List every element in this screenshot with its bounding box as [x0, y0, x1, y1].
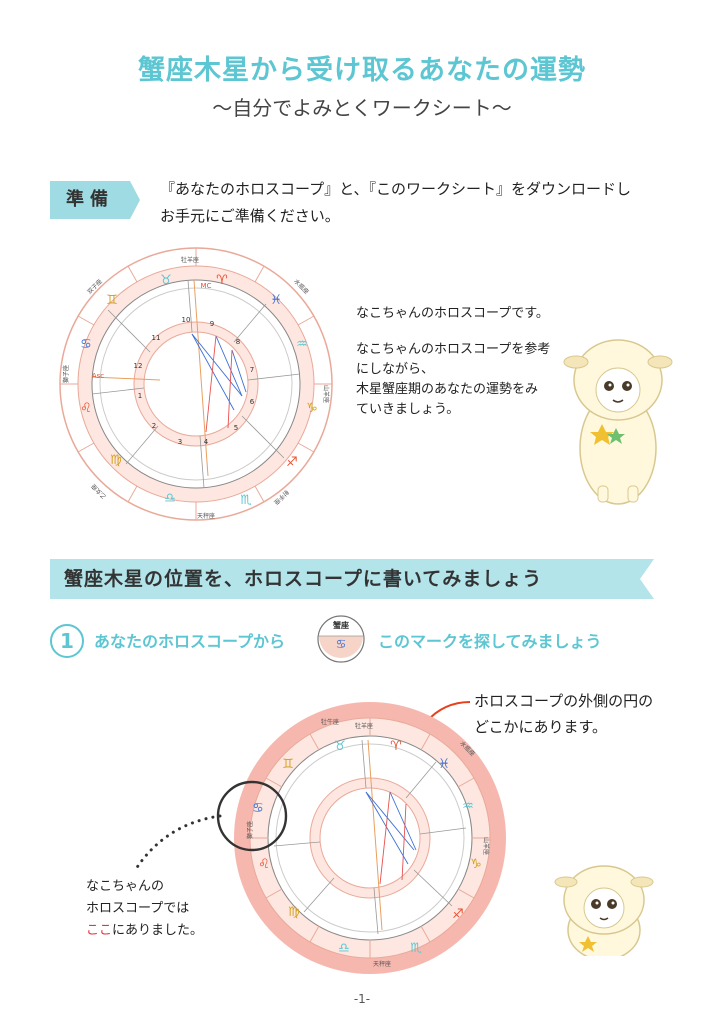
callout-left-line-3: ここにありました。: [86, 920, 246, 942]
sign-glyphs: ♈ ♓ ♒ ♑ ♐ ♏ ♎ ♍ ♌ ♋ ♊ ♉: [80, 273, 318, 508]
cancer-mark-label: 蟹座: [333, 621, 349, 630]
svg-text:獅子座: 獅子座: [62, 365, 70, 383]
horoscope-chart-top: ♈ ♓ ♒ ♑ ♐ ♏ ♎ ♍ ♌ ♋ ♊ ♉ 10 11 12 1 2 3 4…: [59, 247, 333, 521]
svg-text:12: 12: [134, 362, 143, 370]
svg-text:♈: ♈: [216, 273, 228, 288]
prep-line-1: 『あなたのホロスコープ』と、『このワークシート』をダウンロードし: [160, 180, 632, 198]
section-title: 蟹座木星の位置を、ホロスコープに書いてみましょう: [64, 568, 543, 590]
svg-text:♉: ♉: [160, 273, 172, 288]
prep-tag-shape: [50, 181, 140, 219]
svg-text:6: 6: [250, 398, 255, 406]
intro-line-2: なこちゃんのホロスコープを参考: [356, 342, 551, 357]
svg-text:♐: ♐: [452, 907, 464, 922]
dotted-pointer: [132, 814, 222, 874]
page-title: 蟹座木星から受け取るあなたの運勢: [138, 55, 586, 86]
svg-text:山羊座: 山羊座: [482, 837, 490, 855]
svg-text:9: 9: [210, 320, 214, 328]
intro-text: なこちゃんのホロスコープです。 なこちゃんのホロスコープを参考 にしながら、 木…: [356, 304, 566, 420]
cancer-mark-icon: ♋: [317, 615, 365, 663]
prep-tag: 準備: [50, 181, 140, 219]
svg-text:♊: ♊: [106, 293, 118, 308]
prep-instructions: 『あなたのホロスコープ』と、『このワークシート』をダウンロードし お手元にご準備…: [160, 176, 660, 230]
svg-text:山羊座: 山羊座: [322, 385, 330, 403]
intro-line-4: 木星蟹座期のあなたの運勢をみ: [356, 382, 539, 397]
svg-text:♑: ♑: [470, 857, 482, 872]
svg-text:天秤座: 天秤座: [197, 512, 215, 520]
svg-text:♌: ♌: [258, 857, 270, 872]
step-1-text-after: このマークを探してみましょう: [378, 632, 602, 651]
highlight-circle: [216, 780, 288, 852]
svg-text:5: 5: [234, 424, 238, 432]
page-subtitle: 〜自分でよみとくワークシート〜: [212, 96, 512, 120]
callout-right-line-1: ホロスコープの外側の円の: [474, 692, 654, 710]
svg-text:1: 1: [138, 392, 142, 400]
section-banner: 蟹座木星の位置を、ホロスコープに書いてみましょう: [50, 559, 654, 599]
svg-text:♏: ♏: [240, 493, 252, 508]
svg-text:♏: ♏: [410, 941, 422, 956]
svg-text:2: 2: [152, 422, 156, 430]
intro-line-3: にしながら、: [356, 362, 435, 377]
prep-tag-label: 準備: [66, 189, 114, 210]
svg-text:♓: ♓: [270, 293, 282, 308]
svg-text:♑: ♑: [306, 401, 318, 416]
callout-left-line-3-rest: にありました。: [112, 923, 204, 938]
svg-text:♌: ♌: [80, 401, 92, 416]
svg-text:♍: ♍: [288, 905, 300, 920]
svg-text:牡羊座: 牡羊座: [355, 722, 373, 730]
prep-line-2: お手元にご準備ください。: [160, 207, 340, 225]
step-1-text-before: あなたのホロスコープから: [94, 632, 286, 651]
page-number: -1-: [353, 992, 371, 1006]
svg-text:♒: ♒: [296, 337, 308, 352]
horoscope-chart-bottom: ♈ ♓ ♒ ♑ ♐ ♏ ♎ ♍ ♌ ♋ ♊ ♉ 牡羊座 牡牛座 水瓶座 山羊座 …: [234, 702, 506, 974]
callout-right-line-2: どこかにあります。: [474, 718, 608, 736]
svg-text:♉: ♉: [334, 739, 346, 754]
svg-text:♐: ♐: [286, 455, 298, 470]
svg-text:獅子座: 獅子座: [246, 821, 254, 839]
intro-line-1: なこちゃんのホロスコープです。: [356, 306, 549, 321]
svg-text:7: 7: [250, 366, 254, 374]
svg-text:MC: MC: [201, 282, 212, 290]
callout-left-line-2: ホロスコープでは: [86, 901, 190, 916]
alpaca-mascot-top: [563, 339, 673, 505]
intro-line-5: ていきましょう。: [356, 402, 460, 417]
svg-text:♋: ♋: [80, 337, 92, 352]
step-1-number: 1: [50, 624, 84, 658]
svg-text:10: 10: [182, 316, 191, 324]
svg-text:♍: ♍: [110, 453, 122, 468]
svg-text:11: 11: [152, 334, 161, 342]
callout-highlight-word: ここ: [86, 923, 113, 938]
svg-text:♒: ♒: [462, 799, 474, 814]
alpaca-mascot-bottom: [554, 865, 654, 956]
callout-outer-circle: ホロスコープの外側の円の どこかにあります。: [474, 688, 694, 740]
svg-text:♎: ♎: [338, 941, 350, 956]
section-banner-shape: [50, 559, 654, 599]
svg-text:天秤座: 天秤座: [373, 960, 391, 968]
svg-text:8: 8: [236, 338, 240, 346]
svg-text:Asc: Asc: [92, 372, 104, 380]
svg-text:4: 4: [204, 438, 209, 446]
callout-left-line-1: なこちゃんの: [86, 879, 165, 894]
svg-text:牡牛座: 牡牛座: [321, 718, 339, 726]
svg-text:♈: ♈: [390, 739, 402, 754]
svg-text:♋: ♋: [336, 637, 347, 651]
svg-text:♓: ♓: [438, 757, 450, 772]
svg-text:3: 3: [178, 438, 182, 446]
svg-text:♋: ♋: [252, 801, 264, 816]
callout-found-here: なこちゃんの ホロスコープでは ここにありました。: [86, 876, 246, 942]
svg-text:牡羊座: 牡羊座: [181, 256, 199, 264]
svg-text:♊: ♊: [282, 757, 294, 772]
svg-text:♎: ♎: [164, 491, 176, 506]
